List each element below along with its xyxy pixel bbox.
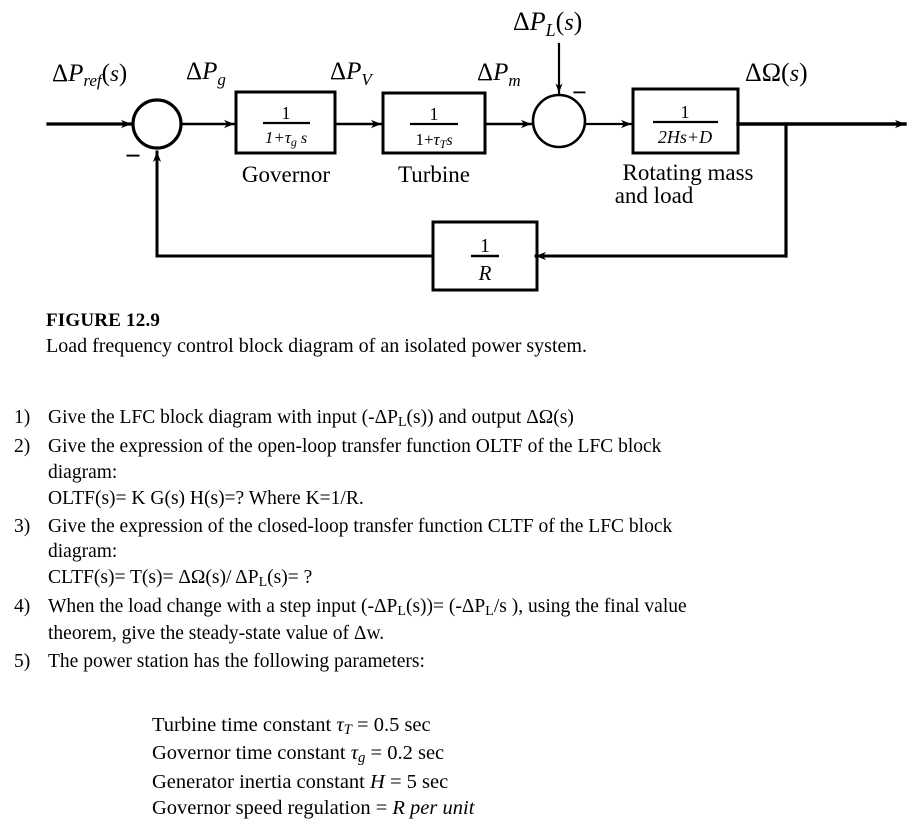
question-line: Give the expression of the open-loop tra… <box>48 435 662 457</box>
parameter-row: Governor speed regulation = R per unit <box>152 795 474 822</box>
signal-label-output: ΔΩ(s) <box>745 58 808 87</box>
droop-numerator: 1 <box>480 235 490 257</box>
question-line: OLTF(s)= K G(s) H(s)=? Where K=1/R. <box>48 487 364 509</box>
label-governor: Governor <box>242 162 330 187</box>
rotating-mass-denominator: 2Hs+D <box>658 127 712 147</box>
turbine-denominator: 1+τTs <box>415 130 452 151</box>
rotating-mass-numerator: 1 <box>681 102 690 122</box>
question-line: When the load change with a step input (… <box>48 596 687 620</box>
summing-junction-right <box>531 93 587 149</box>
parameter-name: Governor time constant <box>152 742 346 765</box>
block-governor <box>234 90 337 155</box>
parameters-list: Turbine time constant τT = 0.5 sec Gover… <box>152 712 474 822</box>
summing-junction-left <box>131 98 183 150</box>
parameter-equals: = <box>375 797 388 820</box>
question-body: Give the LFC block diagram with input (-… <box>48 405 812 432</box>
question-item: 5) The power station has the following p… <box>12 649 812 675</box>
question-number: 5) <box>14 650 31 672</box>
question-line: CLTF(s)= T(s)= ΔΩ(s)/ ΔPL(s)= ? <box>48 567 313 591</box>
question-line: diagram: <box>48 541 118 563</box>
parameter-symbol: τT <box>336 714 352 739</box>
parameter-equals: = <box>357 714 369 736</box>
label-turbine: Turbine <box>398 162 470 187</box>
block-diagram: 1 1+τg s 1 1+τTs 1 2Hs+D 1 R Governor Tu… <box>0 0 919 300</box>
question-body: Give the expression of the open-loop tra… <box>48 434 812 512</box>
parameter-name: Generator inertia constant <box>152 770 365 793</box>
parameter-row: Turbine time constant τT = 0.5 sec <box>152 712 474 740</box>
signal-label-input-ref: ΔPref(s) <box>52 60 127 90</box>
block-diagram-svg: 1 1+τg s 1 1+τTs 1 2Hs+D 1 R Governor Tu… <box>46 7 907 292</box>
question-line: Give the LFC block diagram with input (-… <box>48 407 574 431</box>
question-body: When the load change with a step input (… <box>48 594 812 647</box>
minus-sign-right-junction: − <box>572 78 587 107</box>
parameter-symbol: H <box>370 770 385 793</box>
signal-wires <box>46 42 907 261</box>
governor-denominator: 1+τg s <box>265 128 307 149</box>
signal-label-load: ΔPL(s) <box>513 7 582 40</box>
questions-list: 1) Give the LFC block diagram with input… <box>12 405 812 677</box>
question-line: Give the expression of the closed-loop t… <box>48 515 673 537</box>
signal-label-pm: ΔPm <box>477 59 521 90</box>
question-number: 4) <box>14 596 31 618</box>
parameter-value: 0.2 sec <box>387 742 445 765</box>
minus-sign-left-junction: − <box>125 141 141 172</box>
label-rotating-mass-line1: Rotating mass <box>623 160 754 185</box>
droop-denominator: R <box>478 261 492 285</box>
block-turbine <box>381 91 487 155</box>
parameter-value: 5 sec <box>406 770 449 793</box>
governor-numerator: 1 <box>282 103 291 123</box>
question-number: 1) <box>14 407 31 428</box>
question-item: 3) Give the expression of the closed-loo… <box>12 514 812 593</box>
parameter-value: 0.5 sec <box>373 714 431 736</box>
parameter-row: Governor time constant τg = 0.2 sec <box>152 740 474 768</box>
signal-label-pv: ΔPV <box>330 58 374 89</box>
parameter-name: Governor speed regulation <box>152 797 371 820</box>
figure-caption-block: FIGURE 12.9 Load frequency control block… <box>46 310 806 358</box>
question-line: The power station has the following para… <box>48 650 425 672</box>
question-line: theorem, give the steady-state value of … <box>48 622 385 644</box>
question-item: 1) Give the LFC block diagram with input… <box>12 405 812 432</box>
figure-number: FIGURE 12.9 <box>46 310 161 331</box>
parameter-row: Generator inertia constant H = 5 sec <box>152 769 474 796</box>
question-line: diagram: <box>48 461 118 483</box>
question-number: 3) <box>14 515 31 537</box>
question-number: 2) <box>14 435 31 457</box>
parameter-name: Turbine time constant <box>152 714 332 736</box>
question-body: Give the expression of the closed-loop t… <box>48 514 812 593</box>
parameter-value: R per unit <box>392 797 475 820</box>
question-item: 4) When the load change with a step inpu… <box>12 594 812 647</box>
turbine-numerator: 1 <box>430 104 439 124</box>
block-rotating-mass <box>631 87 740 155</box>
figure-caption-text: Load frequency control block diagram of … <box>46 335 587 357</box>
parameter-equals: = <box>370 742 383 765</box>
block-droop <box>431 220 539 292</box>
question-item: 2) Give the expression of the open-loop … <box>12 434 812 512</box>
parameter-symbol: τg <box>350 742 366 767</box>
signal-label-pg: ΔPg <box>186 58 226 89</box>
label-rotating-mass-line2: and load <box>615 183 694 208</box>
parameter-equals: = <box>389 770 402 793</box>
question-body: The power station has the following para… <box>48 649 812 675</box>
